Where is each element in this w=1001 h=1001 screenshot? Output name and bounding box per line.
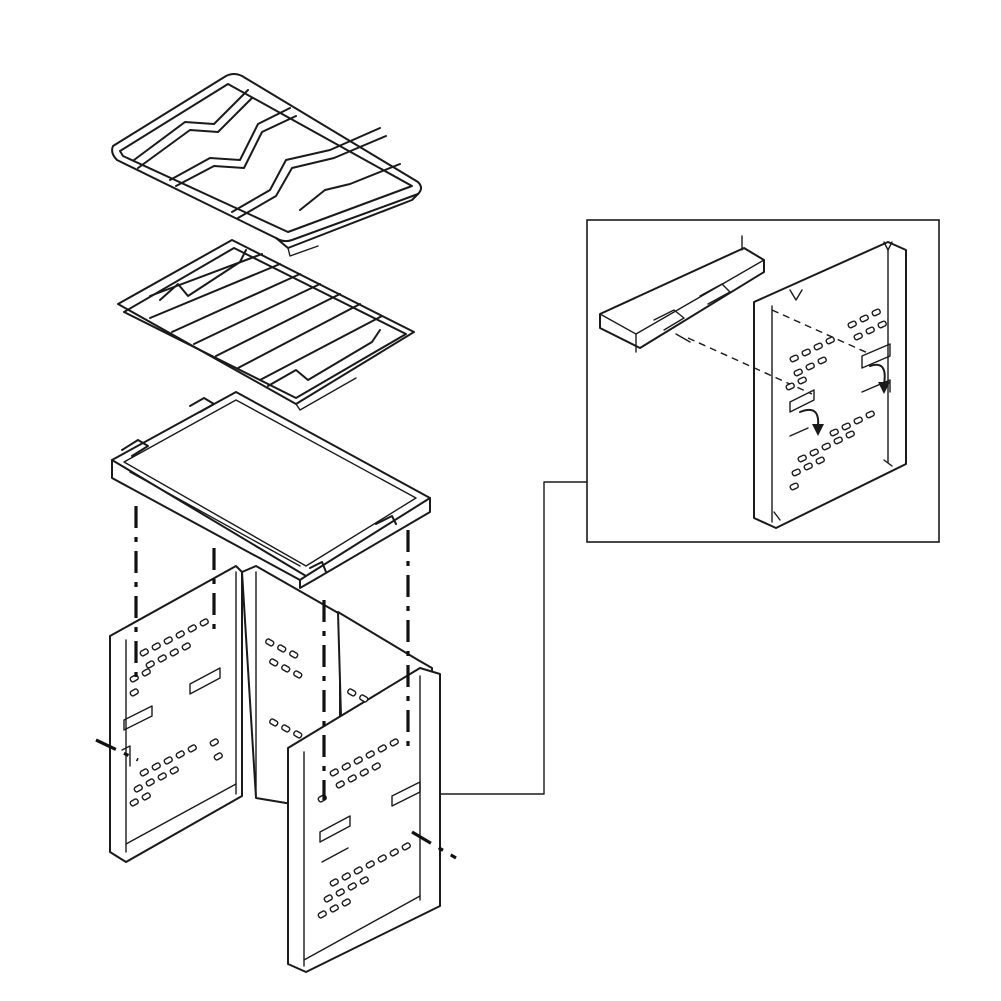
panel-perforations	[121, 618, 421, 919]
assembly-guide-lines	[95, 506, 457, 860]
top-wire-grate	[111, 73, 422, 257]
callout-connector	[439, 481, 588, 795]
fuel-tray	[111, 391, 431, 589]
detail-tray-edge	[599, 235, 765, 353]
tray-to-panel-slot-detail	[586, 219, 940, 543]
front-panel	[287, 667, 441, 973]
lower-wire-grate	[117, 239, 415, 411]
detail-panel	[675, 241, 907, 529]
insertion-arrows	[799, 363, 890, 436]
